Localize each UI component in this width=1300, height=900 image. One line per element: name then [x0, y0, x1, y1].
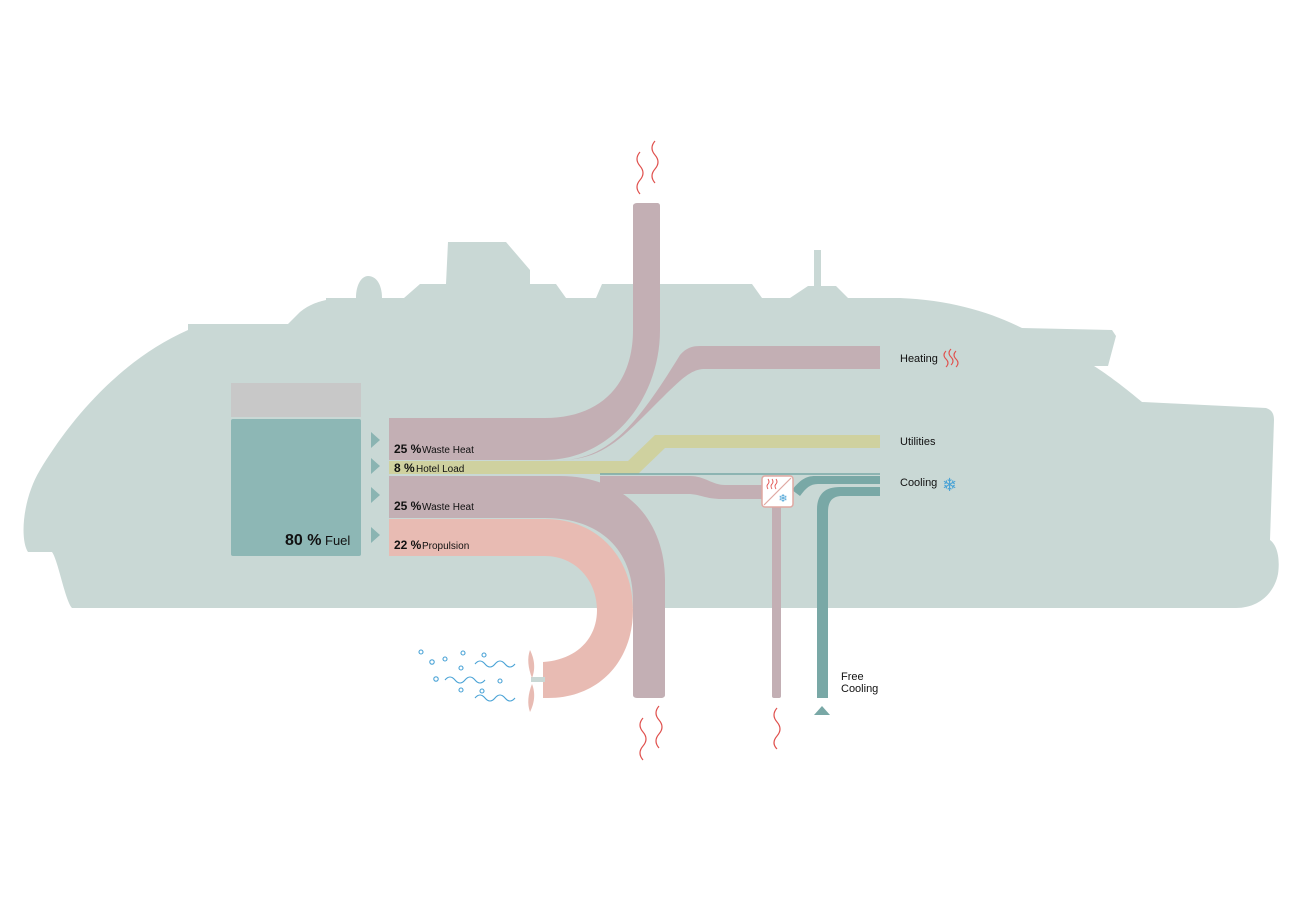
heat-pump-icon: ❄: [761, 475, 794, 508]
heat-waves-heat-pump-icon: [773, 707, 781, 750]
free-cooling-label-line2: Cooling: [841, 683, 878, 695]
heating-label: Heating: [900, 353, 938, 365]
propulsion-flow: [389, 519, 633, 698]
free-cooling-pipe: [817, 487, 880, 698]
waste-heat-upper-to-funnel: [389, 203, 660, 460]
svg-text:❄: ❄: [778, 492, 787, 505]
waste-heat-lower-percent: 25 %: [394, 499, 422, 513]
heat-waves-exhaust-icon: [639, 705, 663, 761]
input-arrow-2: [371, 458, 380, 474]
heat-waves-funnel-icon: [636, 140, 659, 195]
propulsion-label: Propulsion: [422, 541, 469, 552]
cooling-from-heat-pump: [792, 476, 880, 496]
waste-heat-to-heating: [560, 346, 880, 460]
snowflake-icon: ❄: [942, 475, 957, 496]
fuel-label: Fuel: [325, 533, 350, 548]
cooling-label: Cooling: [900, 477, 937, 489]
input-arrow-1: [371, 432, 380, 448]
waste-heat-upper-label: Waste Heat: [422, 445, 474, 456]
heat-pump-waste-pipe: [772, 500, 781, 698]
propulsion-percent: 22 %: [394, 538, 422, 552]
waste-heat-upper-percent: 25 %: [394, 442, 422, 456]
free-cooling-label-line1: Free: [841, 671, 864, 683]
fuel-tank: [231, 419, 361, 556]
hotel-load-percent: 8 %: [394, 461, 415, 475]
fuel-tank-top: [231, 383, 361, 417]
free-cooling-inlet-arrow: [814, 706, 830, 715]
hotel-load-to-utilities: [389, 435, 880, 474]
hotel-load-label: Hotel Load: [416, 464, 464, 475]
utilities-label: Utilities: [900, 436, 936, 448]
propeller-icon: [528, 650, 545, 712]
fuel-percent: 80 %: [285, 532, 321, 549]
input-arrow-3: [371, 487, 380, 503]
waste-heat-to-heat-pump: [600, 476, 765, 499]
waste-heat-lower-to-exhaust: [389, 476, 665, 698]
water-bubbles-icon: [418, 649, 516, 702]
waste-heat-lower-label: Waste Heat: [422, 502, 474, 513]
heat-waves-icon: [943, 348, 959, 368]
input-arrow-4: [371, 527, 380, 543]
